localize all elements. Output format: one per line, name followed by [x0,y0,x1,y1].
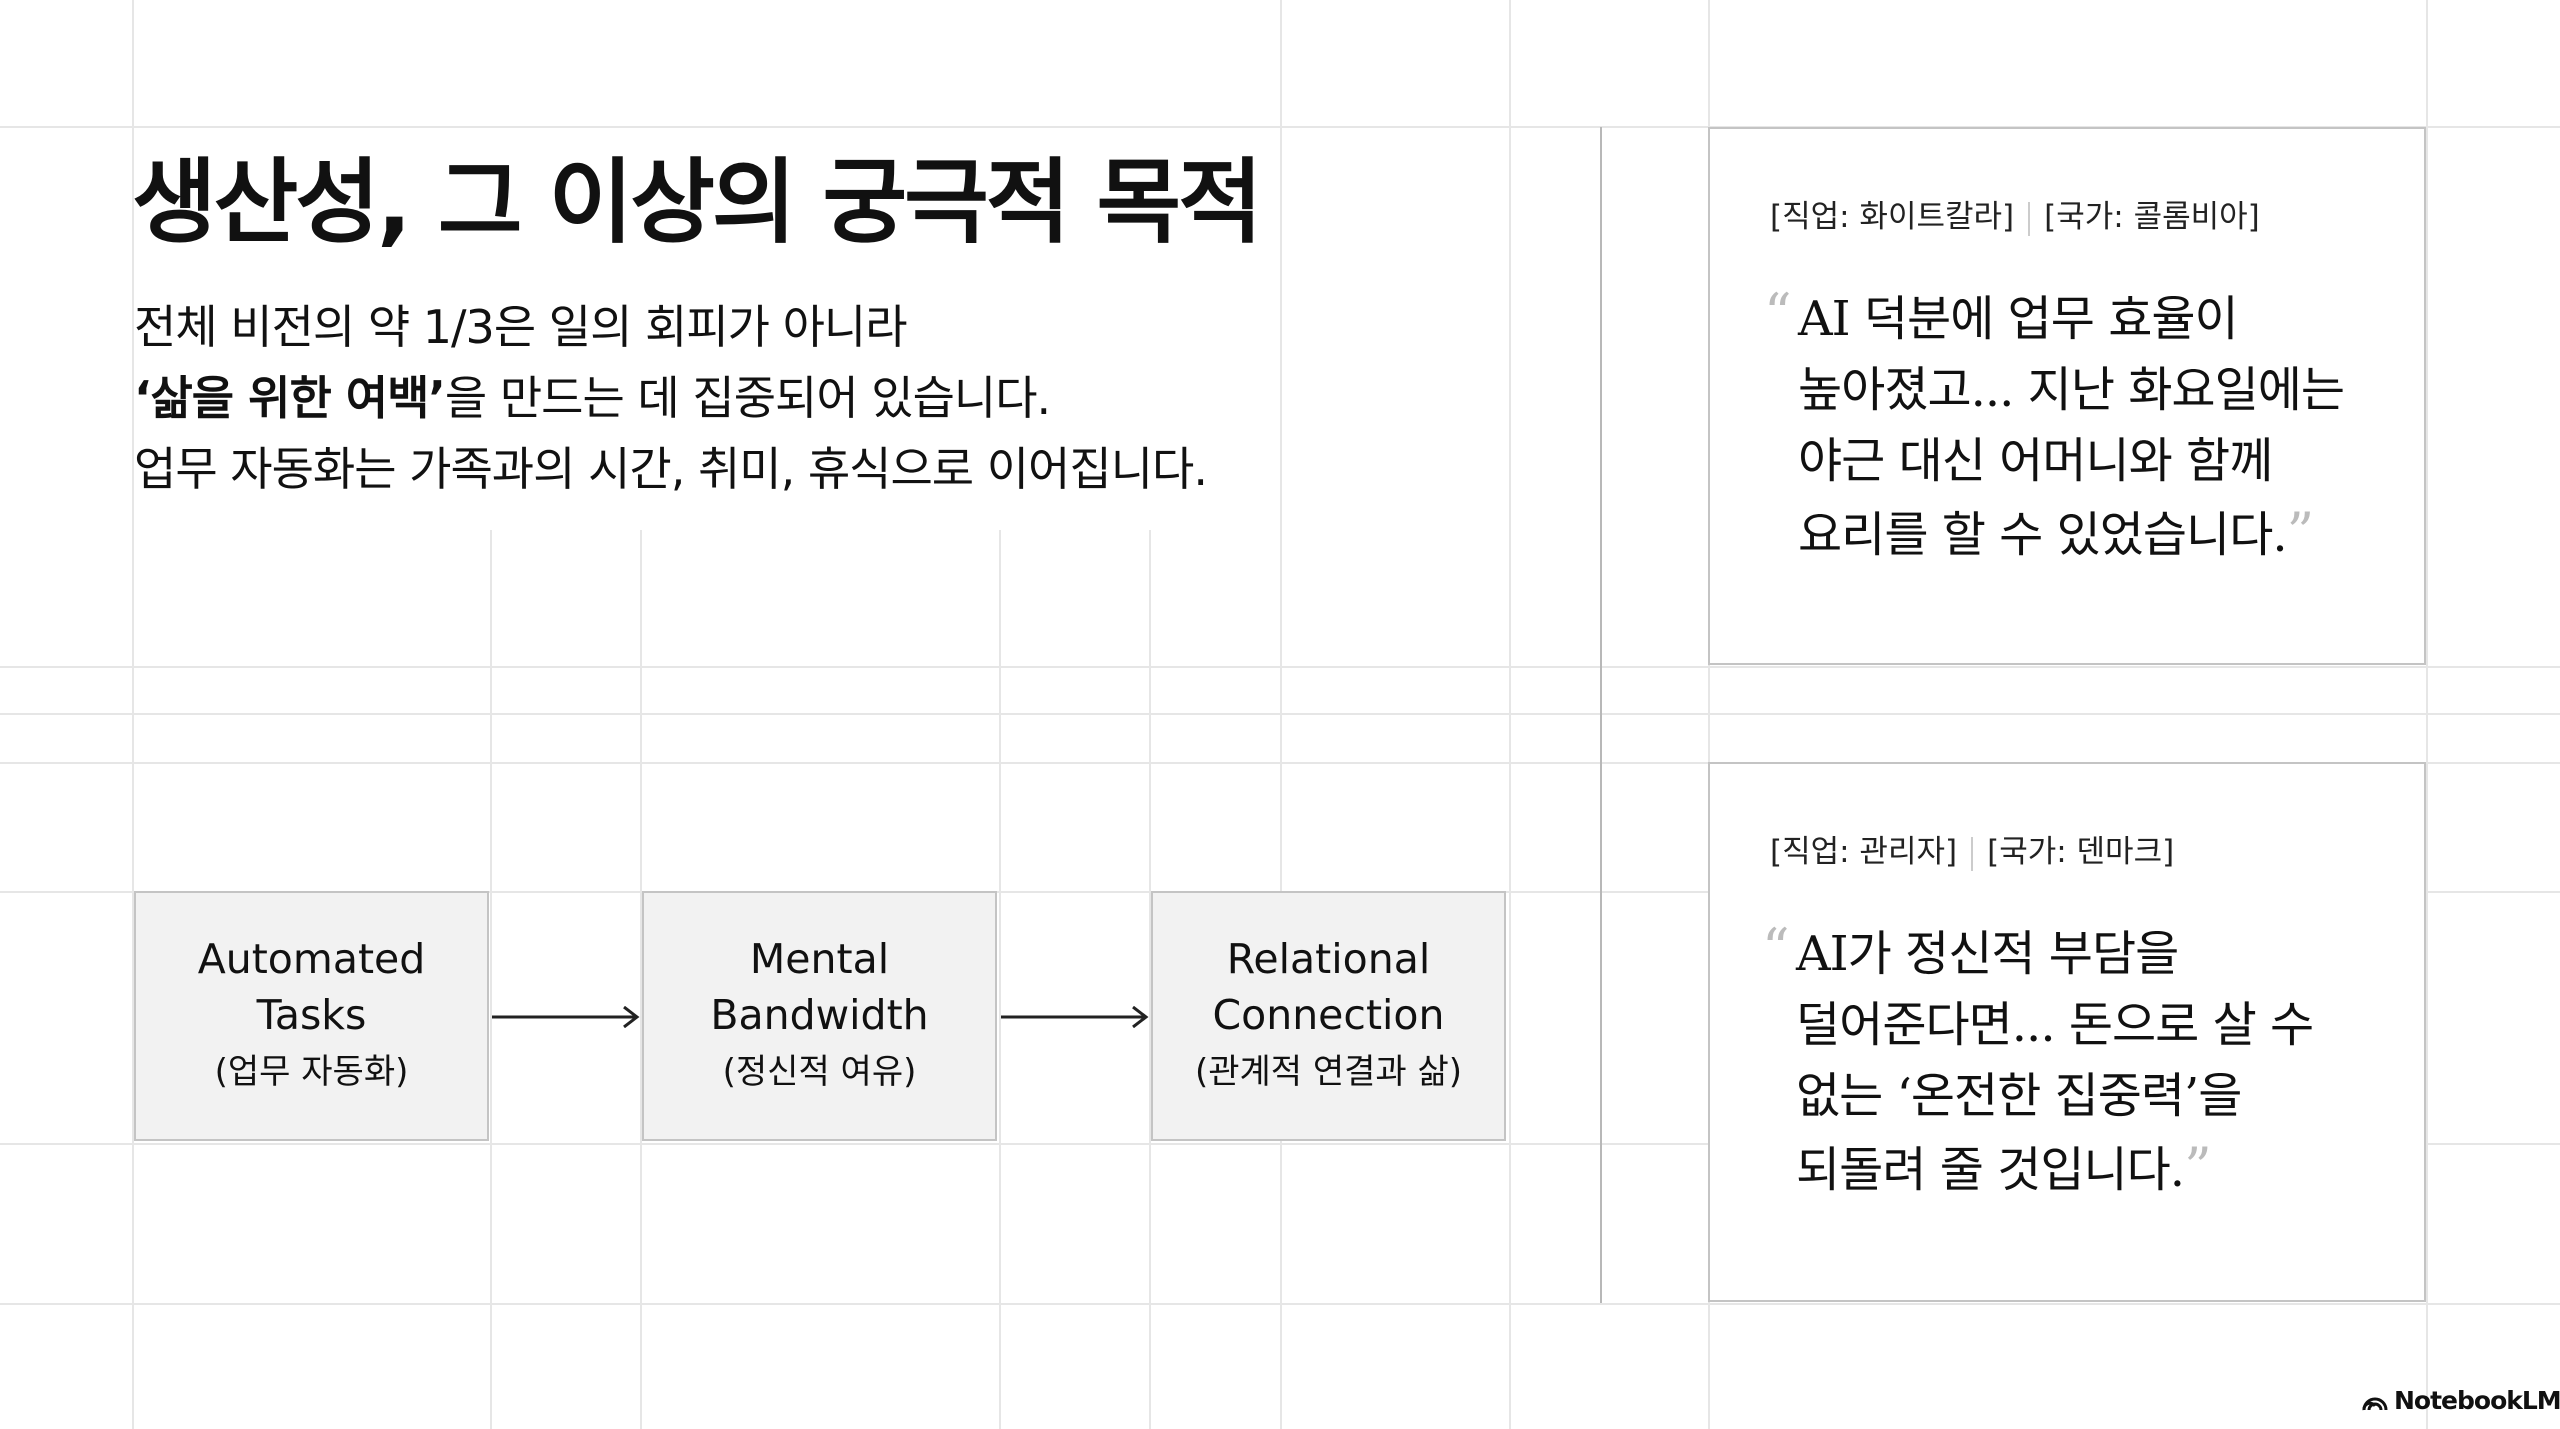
flow-box-automated-tasks: Automated Tasks (업무 자동화) [134,891,489,1141]
flow-label: Connection [1212,991,1445,1039]
flow-label: Bandwidth [710,991,929,1039]
quote-line-text: 요리를 할 수 있었습니다. [1798,507,2288,563]
quote-card: [직업: 관리자] [국가: 덴마크] “ AI가 정신적 부담을 덜어준다면..… [1708,762,2426,1302]
flow-box-mental-bandwidth: Mental Bandwidth (정신적 여유) [642,891,997,1141]
grid-line [490,530,492,1429]
emphasis: ‘삶을 위한 여백’ [134,371,446,425]
intro-line-2: ‘삶을 위한 여백’을 만드는 데 집중되어 있습니다. [134,363,1207,434]
quote-line: 야근 대신 어머니와 함께 [1798,433,2273,489]
brand-name: NotebookLM [2394,1386,2560,1415]
separator [1971,836,1974,871]
grid-line [132,0,134,1429]
quote-meta: [직업: 관리자] [국가: 덴마크] [1770,826,2174,871]
flow-box-relational-connection: Relational Connection (관계적 연결과 삶) [1151,891,1506,1141]
notebooklm-logo: NotebookLM [2362,1386,2560,1415]
quote-line: 없는 ‘온전한 집중력’을 [1796,1068,2242,1124]
quote-line: 되돌려 줄 것입니다.” [1796,1132,2313,1206]
job-tag: [직업: 화이트칼라] [1770,199,2015,235]
quote-line-text: 되돌려 줄 것입니다. [1796,1142,2185,1198]
country-tag: [국가: 덴마크] [1987,834,2175,870]
grid-line [2426,0,2428,1429]
quote-card: [직업: 화이트칼라] [국가: 콜롬비아] “ AI 덕분에 업무 효율이 높아… [1708,127,2426,665]
grid-line [640,530,642,1429]
intro-line-2-rest: 을 만드는 데 집중되어 있습니다. [444,371,1051,425]
quote-line: 요리를 할 수 있었습니다.” [1798,497,2344,571]
grid-line [1149,530,1151,1429]
notebooklm-icon [2362,1397,2388,1410]
quote-line: 높아졌고... 지난 화요일에는 [1798,362,2345,418]
arrow-right-icon [492,1006,640,1028]
flow-sublabel: (정신적 여유) [722,1052,917,1092]
flow-label: Relational [1226,935,1431,983]
job-tag: [직업: 관리자] [1770,834,1958,870]
flow-label: Automated [197,935,426,983]
intro-line-1: 전체 비전의 약 1/3은 일의 회피가 아니라 [134,300,908,354]
quote-meta: [직업: 화이트칼라] [국가: 콜롬비아] [1770,191,2260,236]
quote-text: “ AI가 정신적 부담을 덜어준다면... 돈으로 살 수 없는 ‘온전한 집… [1762,917,2314,1206]
country-tag: [국가: 콜롬비아] [2044,199,2260,235]
quote-text: “ AI 덕분에 업무 효율이 높아졌고... 지난 화요일에는 야근 대신 어… [1764,282,2345,571]
intro-text: 전체 비전의 약 1/3은 일의 회피가 아니라 ‘삶을 위한 여백’을 만드는… [134,292,1208,505]
flow-label: Tasks [256,991,367,1039]
close-quote-icon: ” [2286,501,2315,564]
grid-line [1280,0,1282,1429]
flow-sublabel: (업무 자동화) [214,1052,409,1092]
slide-title: 생산성, 그 이상의 궁극적 목적 [132,149,1263,256]
open-quote-icon: “ [1762,917,1790,980]
grid-line [1708,0,1710,1429]
arrow-right-icon [1001,1006,1149,1028]
open-quote-icon: “ [1764,282,1792,345]
close-quote-icon: ” [2184,1136,2212,1199]
intro-line-3: 업무 자동화는 가족과의 시간, 취미, 휴식으로 이어집니다. [134,442,1208,496]
flow-sublabel: (관계적 연결과 삶) [1194,1052,1463,1092]
quote-line: AI가 정신적 부담을 [1796,926,2179,982]
quote-line: 덜어준다면... 돈으로 살 수 [1796,997,2314,1053]
quote-line: AI 덕분에 업무 효율이 [1798,291,2239,347]
separator [2028,201,2031,236]
flow-label: Mental [749,935,890,983]
vertical-divider [1600,127,1602,1303]
grid-line [1509,0,1511,1429]
grid-line [999,530,1001,1429]
